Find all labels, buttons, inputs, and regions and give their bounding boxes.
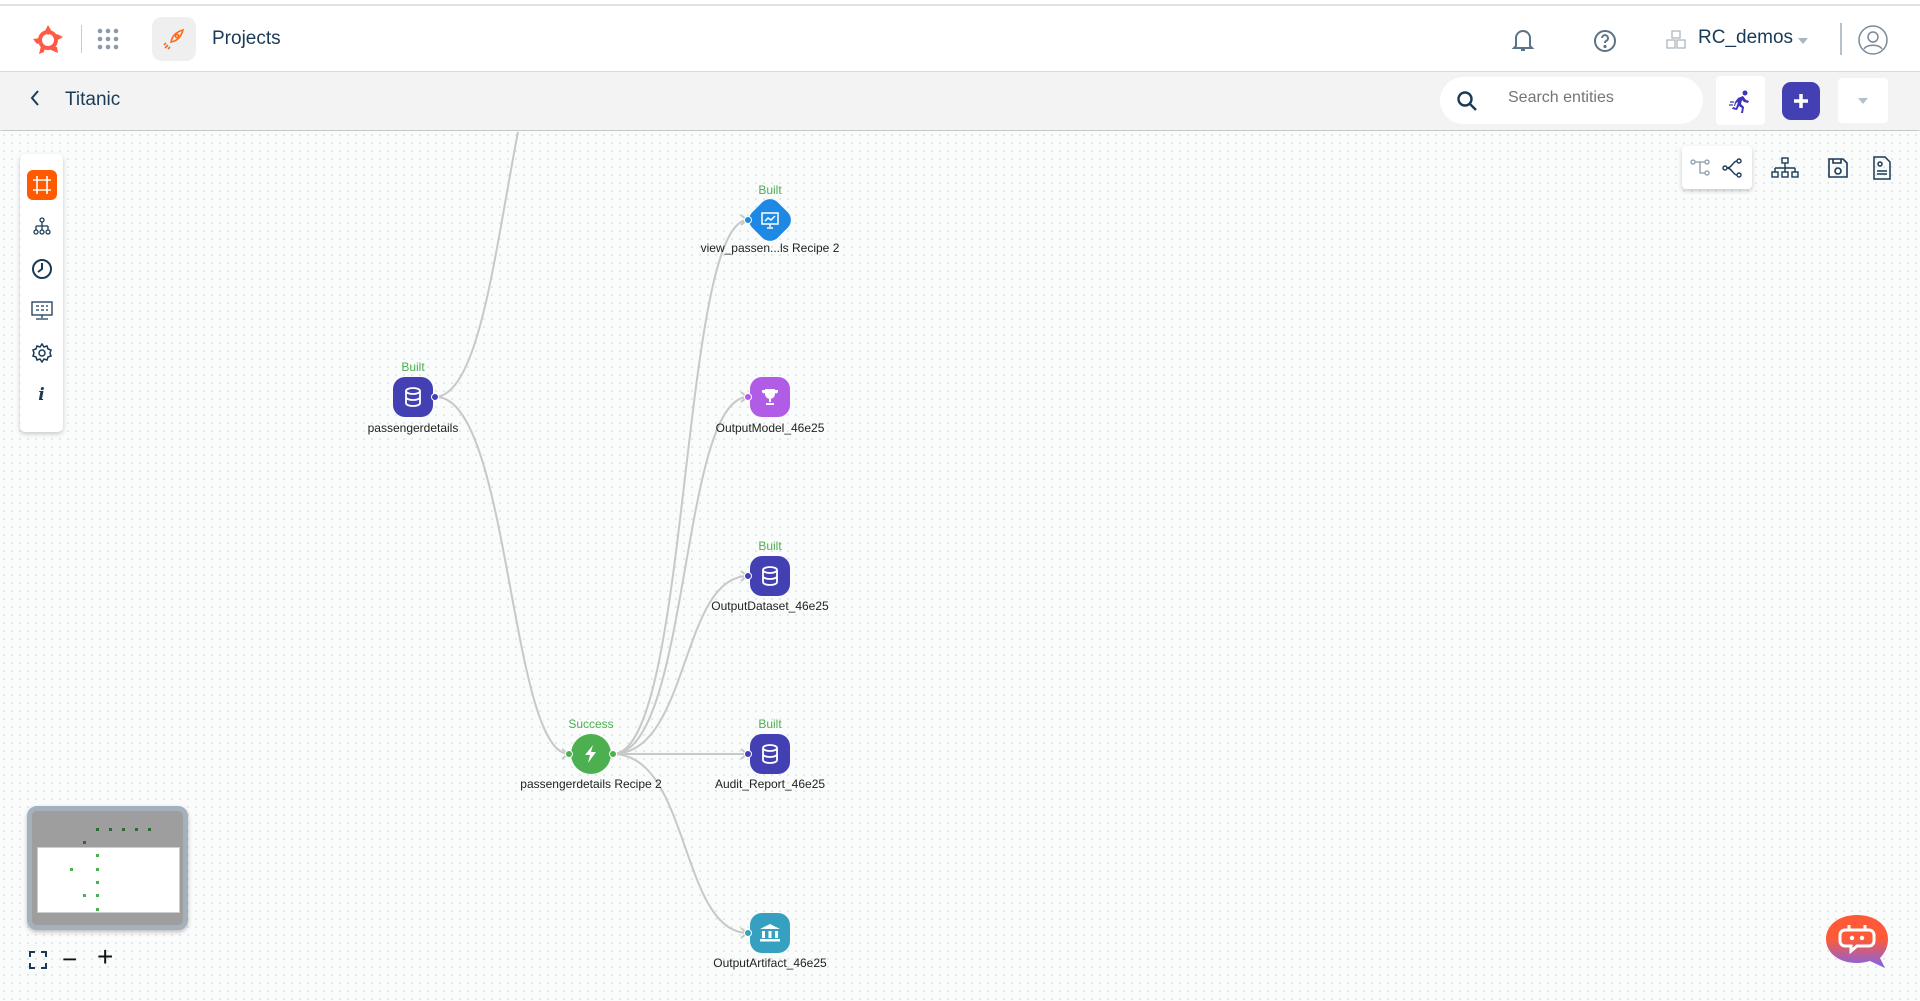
flow-canvas[interactable] — [0, 131, 1920, 1001]
node-label: OutputDataset_46e25 — [711, 599, 829, 613]
chatbot-button[interactable] — [1823, 913, 1890, 971]
dashboard-button[interactable] — [27, 296, 57, 326]
chart-icon[interactable] — [744, 194, 796, 246]
window-top-border — [0, 0, 1920, 6]
workspace-name[interactable]: RC_demos — [1698, 27, 1794, 48]
database-icon[interactable] — [750, 734, 790, 774]
input-port[interactable] — [744, 929, 752, 937]
canvas-icon — [32, 176, 51, 194]
search-entities-input[interactable] — [1440, 77, 1703, 124]
plus-icon — [1794, 94, 1808, 108]
add-button[interactable] — [1782, 82, 1820, 120]
save-icon[interactable] — [1827, 157, 1849, 179]
more-dropdown-button[interactable] — [1838, 78, 1888, 123]
tree-layout-icon[interactable] — [1690, 159, 1712, 177]
node-label: view_passen...ls Recipe 2 — [700, 241, 840, 255]
help-icon[interactable] — [1593, 29, 1617, 58]
project-title: Titanic — [65, 89, 121, 110]
zoom-in-button[interactable]: + — [97, 941, 114, 972]
edge — [436, 396, 570, 755]
info-icon[interactable]: i — [38, 385, 45, 405]
search-field[interactable] — [1508, 89, 1688, 107]
back-chevron-icon[interactable] — [28, 88, 42, 113]
trophy-icon[interactable] — [750, 377, 790, 417]
layout-toggle-group — [1682, 146, 1752, 189]
node-label: passengerdetails — [367, 421, 459, 435]
running-person-icon — [1728, 90, 1749, 113]
workspace-cubes-icon — [1665, 30, 1687, 55]
edge — [612, 396, 749, 755]
settings-button[interactable] — [27, 338, 57, 368]
brand-logo-icon[interactable] — [28, 20, 68, 60]
workspace-dropdown-icon[interactable] — [1798, 38, 1808, 44]
node-label: Audit_Report_46e25 — [714, 777, 826, 791]
top-header: Projects RC_demos — [0, 6, 1920, 72]
clock-icon — [31, 259, 52, 279]
node-status: Success — [568, 717, 614, 731]
node-label: OutputArtifact_46e25 — [713, 956, 827, 970]
input-port[interactable] — [744, 750, 752, 758]
org-chart-icon[interactable] — [1771, 157, 1799, 179]
projects-title[interactable]: Projects — [212, 28, 281, 49]
divider — [81, 25, 82, 53]
projects-rocket-icon[interactable] — [152, 17, 196, 61]
hierarchy-icon — [32, 217, 51, 235]
node-label: OutputModel_46e25 — [715, 421, 825, 435]
fit-view-icon[interactable] — [29, 951, 47, 969]
database-icon[interactable] — [393, 377, 433, 417]
project-subheader: Titanic — [0, 72, 1920, 130]
input-port[interactable] — [744, 572, 752, 580]
document-settings-icon[interactable] — [1873, 156, 1891, 180]
canvas-view-button[interactable] — [26, 170, 57, 200]
notification-bell-icon[interactable] — [1512, 28, 1534, 52]
edge — [612, 219, 749, 755]
edge — [436, 131, 519, 398]
history-button[interactable] — [27, 254, 57, 284]
lightning-icon[interactable] — [571, 734, 611, 774]
dashboard-icon — [30, 301, 53, 320]
bank-artifact-icon[interactable] — [750, 913, 790, 953]
share-graph-icon[interactable] — [1722, 158, 1744, 178]
search-icon — [1457, 91, 1477, 111]
caret-down-icon — [1858, 97, 1868, 104]
chatbot-icon — [1826, 915, 1888, 968]
edge — [612, 753, 749, 934]
apps-grid-icon[interactable] — [97, 28, 119, 55]
input-port[interactable] — [744, 216, 752, 224]
minimap-nodes — [70, 828, 151, 911]
minimap-viewport[interactable] — [37, 847, 180, 913]
output-port[interactable] — [431, 393, 439, 401]
output-port[interactable] — [609, 750, 617, 758]
divider — [1840, 23, 1842, 55]
node-status: Built — [758, 183, 782, 197]
hierarchy-button[interactable] — [27, 212, 57, 242]
run-button[interactable] — [1716, 76, 1765, 125]
user-avatar-icon[interactable] — [1858, 25, 1888, 60]
left-toolbar: i — [20, 154, 63, 432]
node-status: Built — [401, 360, 425, 374]
gear-icon — [31, 343, 52, 363]
input-port[interactable] — [565, 750, 573, 758]
node-status: Built — [758, 717, 782, 731]
minimap[interactable] — [27, 806, 188, 930]
node-status: Built — [758, 539, 782, 553]
input-port[interactable] — [744, 393, 752, 401]
node-label: passengerdetails Recipe 2 — [520, 777, 662, 791]
edge — [612, 575, 749, 755]
zoom-out-button[interactable]: − — [62, 944, 78, 974]
database-icon[interactable] — [750, 556, 790, 596]
